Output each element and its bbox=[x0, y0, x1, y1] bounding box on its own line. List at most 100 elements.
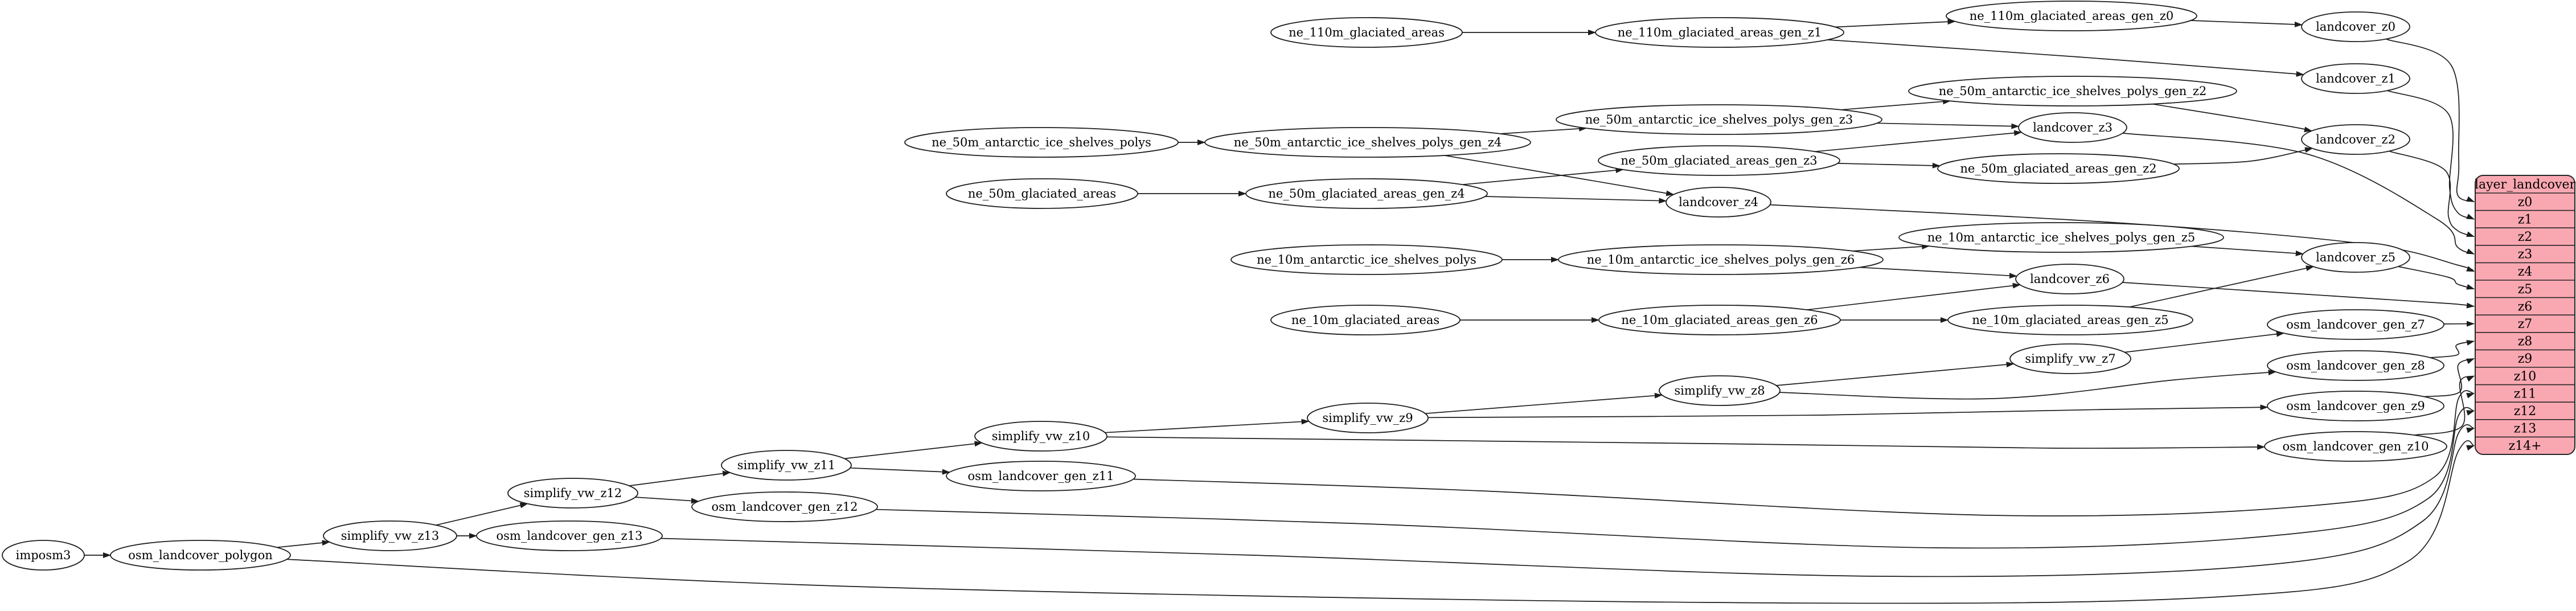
edge-ne_50m_antarctic_ice_shelves_polys_gen_z3--landcover_z3 bbox=[1877, 122, 2020, 129]
node-label-ne_50m_glaciated_areas_gen_z3: ne_50m_glaciated_areas_gen_z3 bbox=[1621, 154, 1817, 167]
edge-osm_landcover_gen_z10--layer_landcover:z10 bbox=[2414, 375, 2475, 436]
node-label-osm_landcover_gen_z10: osm_landcover_gen_z10 bbox=[2283, 440, 2429, 453]
node-ne_10m_glaciated_areas_gen_z6: ne_10m_glaciated_areas_gen_z6 bbox=[1598, 305, 1841, 335]
edge-landcover_z4--layer_landcover:z4 bbox=[1770, 204, 2475, 272]
edge-ne_50m_antarctic_ice_shelves_polys_gen_z2--landcover_z2 bbox=[2152, 103, 2312, 133]
node-ne_50m_glaciated_areas_gen_z3: ne_50m_glaciated_areas_gen_z3 bbox=[1598, 145, 1840, 176]
node-ne_110m_glaciated_areas_gen_z0: ne_110m_glaciated_areas_gen_z0 bbox=[1946, 1, 2197, 31]
node-label-ne_10m_antarctic_ice_shelves_polys_gen_z5: ne_10m_antarctic_ice_shelves_polys_gen_z… bbox=[1927, 231, 2196, 244]
nodes: imposm3 osm_landcover_polygon simplify_vw_… bbox=[2, 1, 2447, 571]
edge-ne_50m_antarctic_ice_shelves_polys_gen_z4--landcover_z4 bbox=[1444, 155, 1675, 196]
edge-osm_landcover_gen_z9--layer_landcover:z9 bbox=[2424, 358, 2475, 397]
node-simplify_vw_z10: simplify_vw_z10 bbox=[974, 421, 1107, 452]
node-label-landcover_z3: landcover_z3 bbox=[2033, 121, 2113, 134]
edge-ne_10m_antarctic_ice_shelves_polys_gen_z5--landcover_z5 bbox=[2191, 245, 2304, 256]
node-landcover_z0: landcover_z0 bbox=[2301, 11, 2410, 42]
table-row-z6: z6 bbox=[2518, 300, 2533, 314]
node-ne_50m_glaciated_areas_gen_z4: ne_50m_glaciated_areas_gen_z4 bbox=[1245, 178, 1488, 209]
node-imposm3: imposm3 bbox=[2, 540, 85, 571]
edge-ne_10m_antarctic_ice_shelves_polys_gen_z6--landcover_z6 bbox=[1859, 266, 2017, 279]
node-landcover_z2: landcover_z2 bbox=[2301, 124, 2410, 155]
edge-osm_landcover_gen_z13--layer_landcover:z13 bbox=[661, 424, 2475, 577]
edge-ne_110m_glaciated_areas_gen_z0--landcover_z0 bbox=[2191, 20, 2303, 27]
node-ne_10m_glaciated_areas: ne_10m_glaciated_areas bbox=[1270, 305, 1461, 335]
node-landcover_z5: landcover_z5 bbox=[2301, 242, 2410, 273]
node-simplify_vw_z7: simplify_vw_z7 bbox=[2009, 343, 2131, 374]
table-row-z11: z11 bbox=[2514, 387, 2537, 401]
table-row-z0: z0 bbox=[2518, 195, 2533, 210]
edge-ne_10m_glaciated_areas_gen_z5--landcover_z5 bbox=[2129, 265, 2314, 308]
node-osm_landcover_gen_z11: osm_landcover_gen_z11 bbox=[946, 461, 1136, 491]
node-label-simplify_vw_z10: simplify_vw_z10 bbox=[992, 429, 1090, 443]
table-row-z3: z3 bbox=[2518, 248, 2533, 262]
node-label-ne_50m_glaciated_areas_gen_z4: ne_50m_glaciated_areas_gen_z4 bbox=[1268, 187, 1465, 200]
node-landcover_z3: landcover_z3 bbox=[2018, 112, 2127, 143]
node-label-osm_landcover_gen_z7: osm_landcover_gen_z7 bbox=[2286, 318, 2425, 331]
table-row-z7: z7 bbox=[2518, 317, 2533, 331]
edge-simplify_vw_z9--osm_landcover_gen_z9 bbox=[1428, 404, 2269, 419]
edge-ne_110m_glaciated_areas_gen_z1--ne_110m_glaciated_areas_gen_z0 bbox=[1835, 19, 1956, 28]
node-ne_50m_antarctic_ice_shelves_polys: ne_50m_antarctic_ice_shelves_polys bbox=[904, 127, 1179, 158]
edge-osm_landcover_polygon--layer_landcover:z14+ bbox=[286, 440, 2475, 604]
node-landcover_z1: landcover_z1 bbox=[2301, 63, 2410, 94]
edge-simplify_vw_z11--osm_landcover_gen_z11 bbox=[850, 467, 950, 475]
node-label-simplify_vw_z12: simplify_vw_z12 bbox=[524, 486, 622, 500]
node-osm_landcover_gen_z12: osm_landcover_gen_z12 bbox=[691, 491, 878, 522]
edge-simplify_vw_z8--osm_landcover_gen_z8 bbox=[1779, 370, 2276, 400]
edge-landcover_z5--layer_landcover:z5 bbox=[2398, 266, 2475, 290]
edge-ne_10m_antarctic_ice_shelves_polys_gen_z6--ne_10m_antarctic_ice_shelves_polys_gen_z5 bbox=[1852, 243, 1930, 252]
node-label-landcover_z4: landcover_z4 bbox=[1679, 195, 1758, 209]
edge-ne_50m_antarctic_ice_shelves_polys_gen_z4--ne_50m_antarctic_ice_shelves_polys_gen_z3 bbox=[1500, 125, 1588, 134]
node-label-osm_landcover_polygon: osm_landcover_polygon bbox=[128, 548, 273, 562]
table-row-z1: z1 bbox=[2518, 212, 2533, 227]
edge-simplify_vw_z10--osm_landcover_gen_z10 bbox=[1106, 436, 2266, 450]
node-osm_landcover_gen_z13: osm_landcover_gen_z13 bbox=[476, 520, 663, 551]
table-row-z10: z10 bbox=[2514, 370, 2537, 384]
table-row-z13: z13 bbox=[2514, 422, 2537, 436]
edge-landcover_z3--layer_landcover:z3 bbox=[2122, 133, 2475, 255]
node-label-landcover_z0: landcover_z0 bbox=[2316, 20, 2395, 34]
edge-ne_50m_antarctic_ice_shelves_polys_gen_z3--ne_50m_antarctic_ice_shelves_polys_gen_z2 bbox=[1841, 99, 1951, 110]
node-label-ne_10m_antarctic_ice_shelves_polys_gen_z6: ne_10m_antarctic_ice_shelves_polys_gen_z… bbox=[1587, 253, 1855, 266]
node-label-ne_50m_glaciated_areas: ne_50m_glaciated_areas bbox=[968, 187, 1116, 200]
node-label-osm_landcover_gen_z13: osm_landcover_gen_z13 bbox=[497, 529, 643, 543]
node-ne_110m_glaciated_areas: ne_110m_glaciated_areas bbox=[1270, 17, 1463, 48]
node-label-ne_50m_antarctic_ice_shelves_polys_gen_z4: ne_50m_antarctic_ice_shelves_polys_gen_z… bbox=[1234, 136, 1502, 149]
node-label-ne_110m_glaciated_areas_gen_z0: ne_110m_glaciated_areas_gen_z0 bbox=[1970, 9, 2174, 23]
node-label-osm_landcover_gen_z12: osm_landcover_gen_z12 bbox=[712, 500, 858, 514]
node-osm_landcover_gen_z7: osm_landcover_gen_z7 bbox=[2267, 309, 2444, 340]
edge-landcover_z0--layer_landcover:z0 bbox=[2385, 38, 2475, 203]
node-label-landcover_z1: landcover_z1 bbox=[2316, 72, 2395, 85]
node-ne_10m_antarctic_ice_shelves_polys_gen_z6: ne_10m_antarctic_ice_shelves_polys_gen_z… bbox=[1558, 244, 1884, 275]
node-label-osm_landcover_gen_z9: osm_landcover_gen_z9 bbox=[2286, 399, 2425, 413]
node-simplify_vw_z11: simplify_vw_z11 bbox=[721, 450, 852, 481]
node-label-osm_landcover_gen_z11: osm_landcover_gen_z11 bbox=[968, 469, 1114, 483]
edge-ne_50m_glaciated_areas_gen_z3--landcover_z3 bbox=[1815, 130, 2023, 153]
edge-simplify_vw_z12--simplify_vw_z11 bbox=[629, 470, 731, 486]
edge-osm_landcover_gen_z12--layer_landcover:z12 bbox=[876, 407, 2475, 549]
node-label-ne_50m_antarctic_ice_shelves_polys: ne_50m_antarctic_ice_shelves_polys bbox=[932, 136, 1151, 149]
edge-simplify_vw_z12--osm_landcover_gen_z12 bbox=[635, 497, 699, 504]
node-label-ne_10m_antarctic_ice_shelves_polys: ne_10m_antarctic_ice_shelves_polys bbox=[1257, 253, 1476, 266]
edge-landcover_z2--layer_landcover:z2 bbox=[2389, 150, 2475, 237]
table-row-z4: z4 bbox=[2518, 265, 2533, 279]
node-label-landcover_z6: landcover_z6 bbox=[2030, 272, 2110, 286]
node-ne_50m_glaciated_areas: ne_50m_glaciated_areas bbox=[946, 178, 1138, 209]
table-row-z2: z2 bbox=[2518, 230, 2533, 244]
node-label-simplify_vw_z8: simplify_vw_z8 bbox=[1674, 384, 1765, 397]
node-label-osm_landcover_gen_z8: osm_landcover_gen_z8 bbox=[2286, 359, 2425, 372]
node-label-ne_50m_antarctic_ice_shelves_polys_gen_z2: ne_50m_antarctic_ice_shelves_polys_gen_z… bbox=[1939, 84, 2207, 98]
table-layer_landcover: layer_landcoverz0z1z2z3z4z5z6z7z8z9z10z1… bbox=[2475, 175, 2576, 455]
node-ne_50m_antarctic_ice_shelves_polys_gen_z4: ne_50m_antarctic_ice_shelves_polys_gen_z… bbox=[1204, 127, 1531, 158]
edge-simplify_vw_z11--simplify_vw_z10 bbox=[844, 441, 983, 460]
node-ne_10m_antarctic_ice_shelves_polys: ne_10m_antarctic_ice_shelves_polys bbox=[1230, 244, 1503, 275]
node-label-landcover_z2: landcover_z2 bbox=[2316, 133, 2395, 146]
node-label-landcover_z5: landcover_z5 bbox=[2316, 251, 2395, 264]
table-row-z5: z5 bbox=[2518, 282, 2533, 297]
node-simplify_vw_z9: simplify_vw_z9 bbox=[1307, 403, 1429, 433]
node-label-ne_10m_glaciated_areas_gen_z6: ne_10m_glaciated_areas_gen_z6 bbox=[1621, 313, 1818, 327]
node-ne_50m_antarctic_ice_shelves_polys_gen_z2: ne_50m_antarctic_ice_shelves_polys_gen_z… bbox=[1908, 76, 2237, 106]
edge-ne_50m_glaciated_areas_gen_z4--ne_50m_glaciated_areas_gen_z3 bbox=[1462, 167, 1624, 186]
node-label-ne_110m_glaciated_areas: ne_110m_glaciated_areas bbox=[1289, 26, 1445, 39]
